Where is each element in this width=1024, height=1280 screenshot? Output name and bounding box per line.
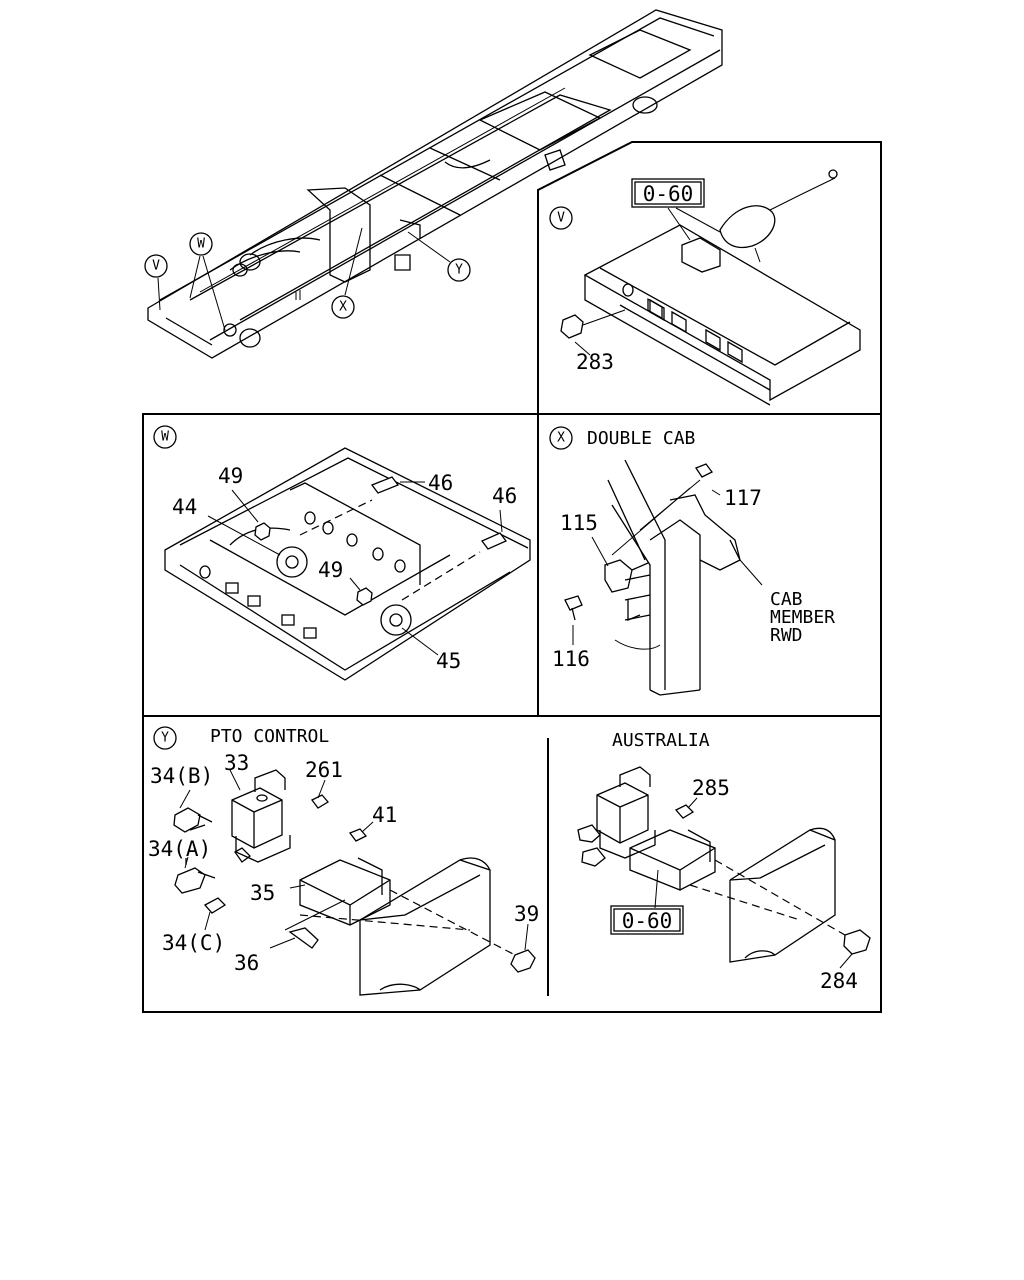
part-33: 33 <box>224 751 249 775</box>
part-34b: 34(B) <box>150 764 213 788</box>
panel-x-title: DOUBLE CAB <box>587 428 695 449</box>
part-49-bottom: 49 <box>318 558 343 582</box>
part-284: 284 <box>820 969 858 993</box>
chassis-overview <box>147 9 723 359</box>
part-115: 115 <box>560 511 598 535</box>
panel-y-callout: Y <box>153 726 177 750</box>
part-285: 285 <box>692 776 730 800</box>
panel-w-drawing <box>164 447 531 681</box>
callout-y-overview: Y <box>447 258 471 282</box>
panel-w-callout: W <box>153 425 177 449</box>
panel-grid-frame <box>142 413 882 1013</box>
panel-y-title: PTO CONTROL <box>210 726 329 747</box>
svg-text:V: V <box>557 211 565 226</box>
ref-box-v-label: 0-60 <box>643 182 694 206</box>
panel-x-callout: X <box>549 426 573 450</box>
panel-v-callout: V <box>549 206 573 230</box>
australia-title: AUSTRALIA <box>612 730 710 751</box>
panel-v-frame <box>537 141 882 414</box>
part-117: 117 <box>724 486 762 510</box>
panel-x-drawing <box>564 459 763 696</box>
panel-y-drawing <box>173 769 536 996</box>
callout-w-overview: W <box>189 232 213 256</box>
callout-v-overview: V <box>144 254 168 278</box>
svg-text:V: V <box>152 259 160 274</box>
svg-text:W: W <box>161 430 169 445</box>
svg-text:X: X <box>557 431 565 446</box>
part-283: 283 <box>576 350 614 374</box>
ref-box-v <box>631 178 705 208</box>
panel-v-drawing <box>560 169 861 406</box>
part-46-right: 46 <box>492 484 517 508</box>
ref-box-australia <box>610 905 684 935</box>
part-35: 35 <box>250 881 275 905</box>
svg-text:Y: Y <box>161 731 169 746</box>
svg-text:W: W <box>197 237 205 252</box>
part-49-top: 49 <box>218 464 243 488</box>
ref-box-australia-label: 0-60 <box>622 909 673 933</box>
callout-x-overview: X <box>331 295 355 319</box>
part-116: 116 <box>552 647 590 671</box>
part-46-left: 46 <box>428 471 453 495</box>
part-41: 41 <box>372 803 397 827</box>
svg-text:X: X <box>339 300 347 315</box>
part-44: 44 <box>172 495 197 519</box>
note-member: MEMBER <box>770 607 835 628</box>
part-34c: 34(C) <box>162 931 225 955</box>
part-39: 39 <box>514 902 539 926</box>
note-cab: CAB <box>770 589 803 610</box>
part-45: 45 <box>436 649 461 673</box>
note-rwd: RWD <box>770 625 803 646</box>
australia-drawing <box>577 766 871 969</box>
part-36: 36 <box>234 951 259 975</box>
part-34a: 34(A) <box>148 837 211 861</box>
svg-text:Y: Y <box>455 263 463 278</box>
part-261: 261 <box>305 758 343 782</box>
